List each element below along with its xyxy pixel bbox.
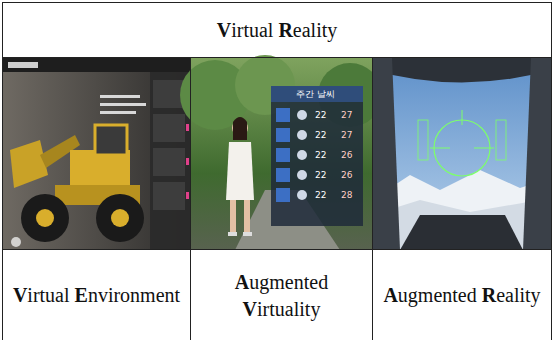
temperature-value: 27 [341, 131, 352, 140]
caption-cell: Augmented Virtuality [190, 249, 373, 340]
temperature-value: 22 [315, 171, 326, 180]
temperature-value: 26 [341, 151, 352, 160]
temperature-value: 26 [341, 171, 352, 180]
cockpit-photo [372, 58, 551, 250]
table-grid [3, 57, 552, 250]
temperature-value: 27 [341, 111, 352, 120]
weather-panel-title: 주간 날씨 [296, 90, 335, 99]
temperature-value: 22 [315, 151, 326, 160]
caption-text: Augmented Virtuality [200, 269, 363, 323]
temperature-value: 22 [315, 131, 326, 140]
caption-cell: Virtual Environment [2, 249, 191, 340]
temperature-value: 28 [341, 191, 352, 200]
weather-presenter-photo [180, 55, 382, 250]
caption-cell: Augmented Reality [372, 249, 552, 340]
temperature-value: 22 [315, 111, 326, 120]
caption-text: Virtual Environment [13, 282, 180, 309]
loader-photo [2, 58, 190, 250]
temperature-value: 22 [315, 191, 326, 200]
title-text: Virtual Reality [217, 17, 338, 44]
title-cell: Virtual Reality [2, 2, 552, 58]
caption-text: Augmented Reality [383, 282, 540, 309]
